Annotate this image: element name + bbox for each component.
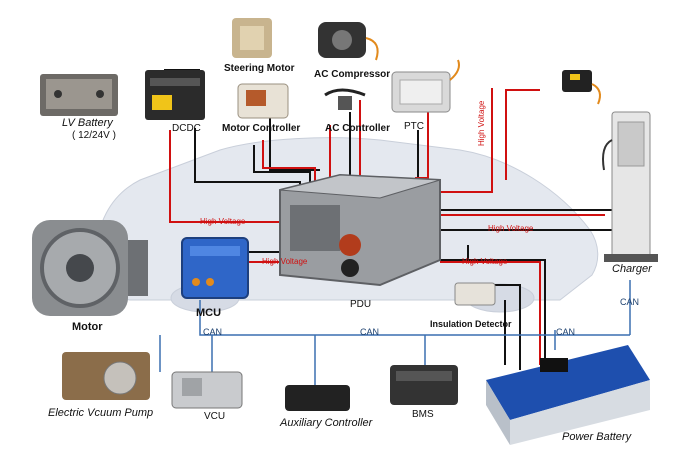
dcdc-image (145, 70, 205, 120)
auxiliary-controller-image (285, 385, 350, 411)
high-voltage-wires (169, 88, 605, 365)
motor-controller-image (237, 83, 289, 119)
auxiliary-controller-label: Auxiliary Controller (280, 417, 373, 429)
bms-image (390, 365, 458, 405)
high-voltage-label-left: High Voltage (200, 217, 246, 226)
insulation-detector-label: Insulation Detector (430, 319, 512, 329)
ac-compressor-image (318, 22, 379, 61)
high-voltage-label-mcu: High Voltage (262, 257, 308, 266)
pdu-label: PDU (350, 299, 372, 310)
mcu-image (181, 237, 249, 299)
steering-motor-image (232, 18, 272, 58)
ac-compressor-label: AC Compressor (314, 69, 391, 80)
power-battery-image (486, 345, 650, 445)
can-label-mcu: CAN (203, 327, 223, 337)
can-bus-wires (159, 280, 631, 385)
high-voltage-label-battery: High Voltage (462, 257, 508, 266)
motor-label: Motor (72, 321, 103, 333)
lv-battery-spec-label: ( 12/24V ) (72, 130, 116, 141)
electric-vacuum-pump-label: Electric Vcuum Pump (48, 407, 154, 419)
mcu-label: MCU (196, 307, 222, 319)
can-label-middle: CAN (360, 327, 380, 337)
high-voltage-label-charger: High Voltage (488, 224, 534, 233)
charging-connector-image (562, 70, 601, 105)
vcu-label: VCU (204, 411, 226, 422)
charger-image (602, 111, 658, 262)
steering-motor-label: Steering Motor (224, 63, 295, 74)
lv-battery-image (40, 74, 118, 116)
can-label-charger: CAN (620, 297, 640, 307)
insulation-detector-image (454, 282, 496, 306)
ptc-image (391, 59, 460, 113)
charger-label: Charger (612, 263, 652, 275)
electric-vacuum-pump-image (62, 352, 150, 400)
ptc-label: PTC (404, 121, 424, 132)
can-label-right: CAN (556, 327, 576, 337)
lv-battery-label: LV Battery (62, 117, 113, 129)
power-battery-label: Power Battery (562, 431, 632, 443)
pdu-image (279, 173, 441, 287)
motor-image (32, 220, 148, 316)
bms-label: BMS (412, 409, 434, 420)
ac-controller-label: AC Controller (325, 123, 390, 134)
vcu-image (171, 371, 243, 409)
dcdc-label: DCDC (172, 123, 201, 134)
ac-controller-image (324, 88, 366, 110)
motor-controller-label: Motor Controller (222, 123, 301, 134)
high-voltage-label-vertical: High Voltage (477, 100, 486, 146)
